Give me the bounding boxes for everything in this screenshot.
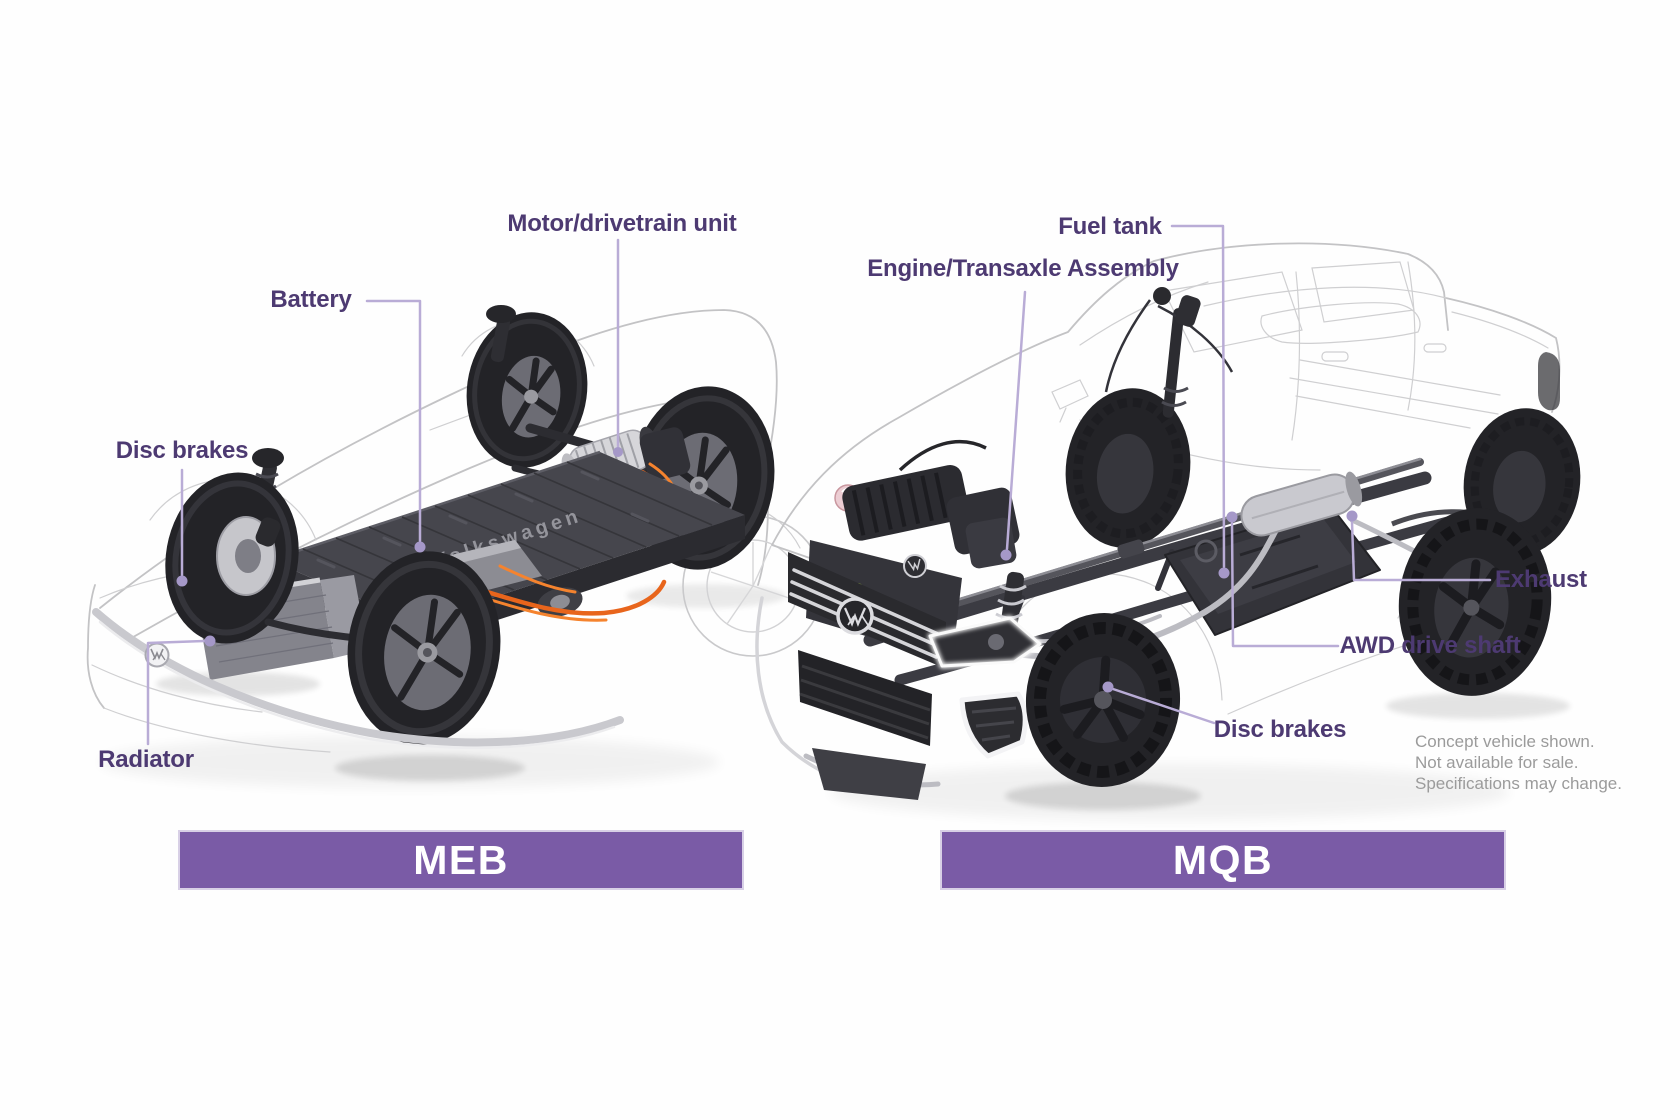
mqb-rear-right-wheel <box>1463 408 1581 556</box>
leader-battery <box>365 299 426 553</box>
vw-logo-icon <box>903 554 927 578</box>
meb-vehicle-illustration: Volkswagen <box>86 305 824 788</box>
mqb-banner-label: MQB <box>1172 836 1274 883</box>
leader-disc-brakes-meb <box>176 468 188 587</box>
mqb-front-right-wheel <box>1065 287 1234 548</box>
mqb-rear-left-wheel <box>1398 508 1552 696</box>
leader-radiator <box>146 635 216 746</box>
disclaimer-line: Not available for sale. <box>1415 753 1579 772</box>
vw-logo-icon <box>836 597 874 635</box>
meb-front-right-wheel <box>347 551 501 745</box>
mqb-front-left-wheel <box>1025 613 1181 787</box>
leader-motor <box>613 238 623 457</box>
leader-lines <box>146 224 1492 746</box>
leader-awd <box>1226 511 1340 648</box>
leader-engine <box>1000 290 1027 561</box>
disclaimer-text: Concept vehicle shown. Not available for… <box>1415 731 1622 794</box>
mqb-platform-banner: MQB <box>940 830 1506 890</box>
label-disc-brakes-meb: Disc brakes <box>115 437 249 464</box>
label-engine-transaxle: Engine/Transaxle Assembly <box>867 255 1179 282</box>
label-exhaust: Exhaust <box>1495 566 1587 593</box>
label-radiator: Radiator <box>98 746 194 773</box>
leader-fuel-tank <box>1170 224 1230 579</box>
meb-front-left-wheel <box>165 448 428 645</box>
label-disc-brakes-mqb: Disc brakes <box>1213 716 1347 743</box>
meb-banner-label: MEB <box>413 836 509 883</box>
leader-disc-brakes-mqb <box>1102 681 1216 725</box>
mqb-front-fascia <box>755 552 1043 800</box>
label-battery: Battery <box>270 286 352 313</box>
leader-exhaust <box>1346 510 1492 582</box>
disclaimer-line: Specifications may change. <box>1415 774 1622 793</box>
disclaimer-line: Concept vehicle shown. <box>1415 732 1595 751</box>
label-fuel-tank: Fuel tank <box>1058 213 1162 240</box>
meb-front-bumper <box>92 608 624 750</box>
label-motor-drivetrain: Motor/drivetrain unit <box>507 210 737 237</box>
label-awd-drive-shaft: AWD drive shaft <box>1339 632 1521 659</box>
mqb-vehicle-illustration <box>755 242 1581 820</box>
meb-platform-banner: MEB <box>178 830 744 890</box>
